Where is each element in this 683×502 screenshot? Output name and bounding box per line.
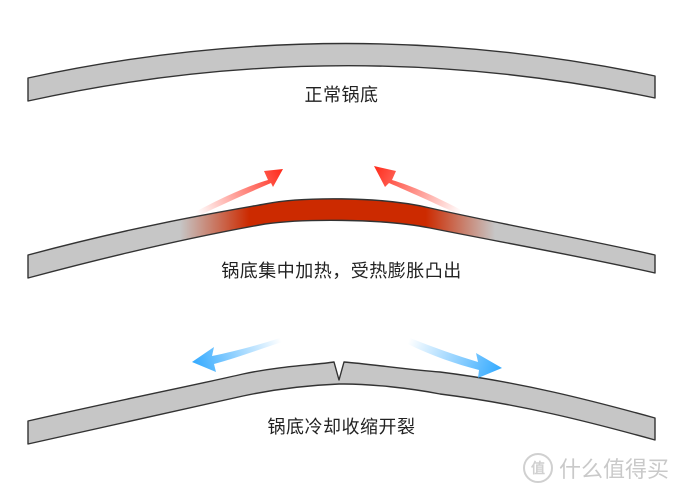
- shrink-arrow-left: [192, 338, 282, 372]
- normal-pot-bottom-band: [27, 42, 656, 102]
- normal-pot-bottom-caption: 正常锅底: [304, 85, 379, 106]
- expansion-arrow-left: [195, 169, 283, 216]
- cracked-pot-bottom-caption: 锅底冷却收缩开裂: [267, 417, 416, 438]
- heated-pot-bottom-caption: 锅底集中加热，受热膨胀凸出: [221, 261, 462, 282]
- shrink-arrow-right: [408, 338, 502, 378]
- cracked-pot-bottom-band: [27, 361, 656, 445]
- watermark-logo-icon: 值: [522, 453, 553, 483]
- heated-pot-bottom-band: [27, 198, 656, 279]
- watermark: 值 什么值得买: [522, 452, 669, 484]
- watermark-text: 什么值得买: [558, 458, 669, 483]
- expansion-arrow-right: [374, 166, 465, 216]
